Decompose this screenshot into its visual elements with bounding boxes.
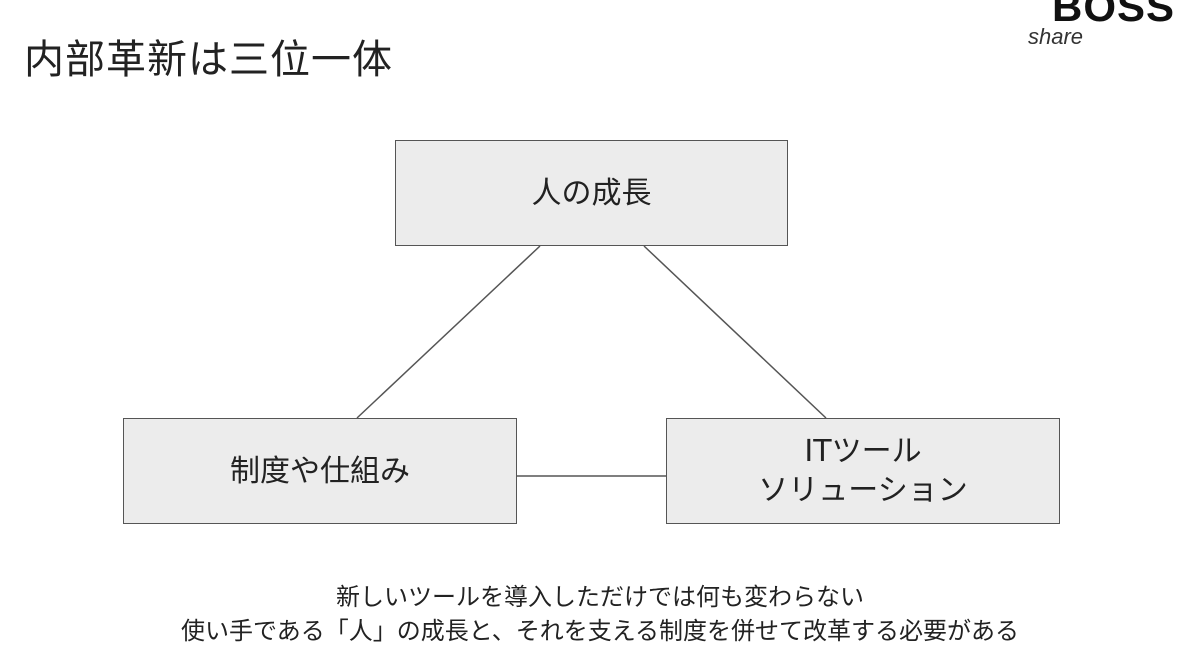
logo-subword: share [1028, 24, 1084, 49]
node-systems-mechanisms-label: 制度や仕組み [230, 453, 410, 489]
logo-word: BOSS [1052, 0, 1176, 30]
node-it-tools-label-line2: ソリューション [758, 473, 968, 508]
boss-share-logo: BOSS share [1024, 0, 1200, 56]
slide-caption: 新しいツールを導入しただけでは何も変わらない 使い手である「人」の成長と、それを… [0, 580, 1200, 648]
node-it-tools-solutions: ITツール ソリューション [666, 418, 1060, 524]
slide-title: 内部革新は三位一体 [24, 37, 393, 83]
node-human-growth: 人の成長 [395, 140, 788, 246]
caption-line-1: 新しいツールを導入しただけでは何も変わらない [336, 583, 864, 611]
node-it-tools-label-line1: ITツール [804, 434, 922, 469]
caption-line-2: 使い手である「人」の成長と、それを支える制度を併せて改革する必要がある [180, 617, 1020, 645]
connector-top-right [643, 245, 827, 419]
connector-top-left [356, 245, 541, 419]
node-systems-mechanisms: 制度や仕組み [123, 418, 517, 524]
node-human-growth-label: 人の成長 [531, 175, 652, 211]
